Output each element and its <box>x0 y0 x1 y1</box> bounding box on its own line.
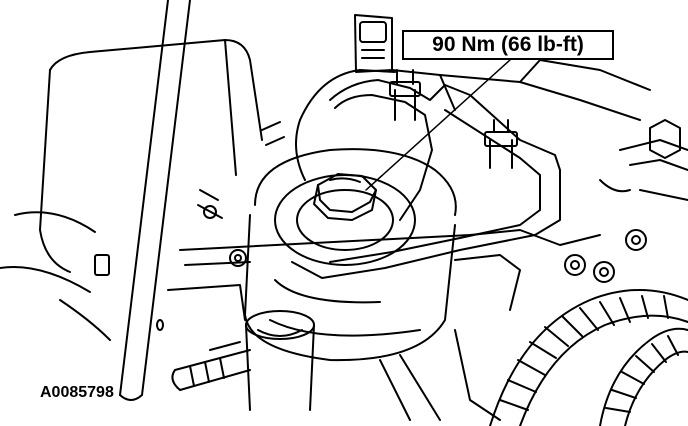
callout-leader <box>365 59 511 191</box>
frame-rail <box>119 0 191 401</box>
left-cover <box>0 39 285 341</box>
corrugated-hose <box>489 289 688 426</box>
torque-callout: 90 Nm (66 lb-ft) <box>402 30 614 60</box>
mount-body <box>244 148 457 362</box>
base-plate <box>156 229 601 421</box>
figure-id: A0085798 <box>40 384 114 401</box>
right-nuts <box>564 119 688 283</box>
mount-bolt <box>313 173 377 221</box>
pipe-fitting <box>171 310 441 421</box>
mount-arm <box>291 69 561 279</box>
torque-label: 90 Nm (66 lb-ft) <box>432 33 584 56</box>
upper-bracket <box>354 14 651 121</box>
